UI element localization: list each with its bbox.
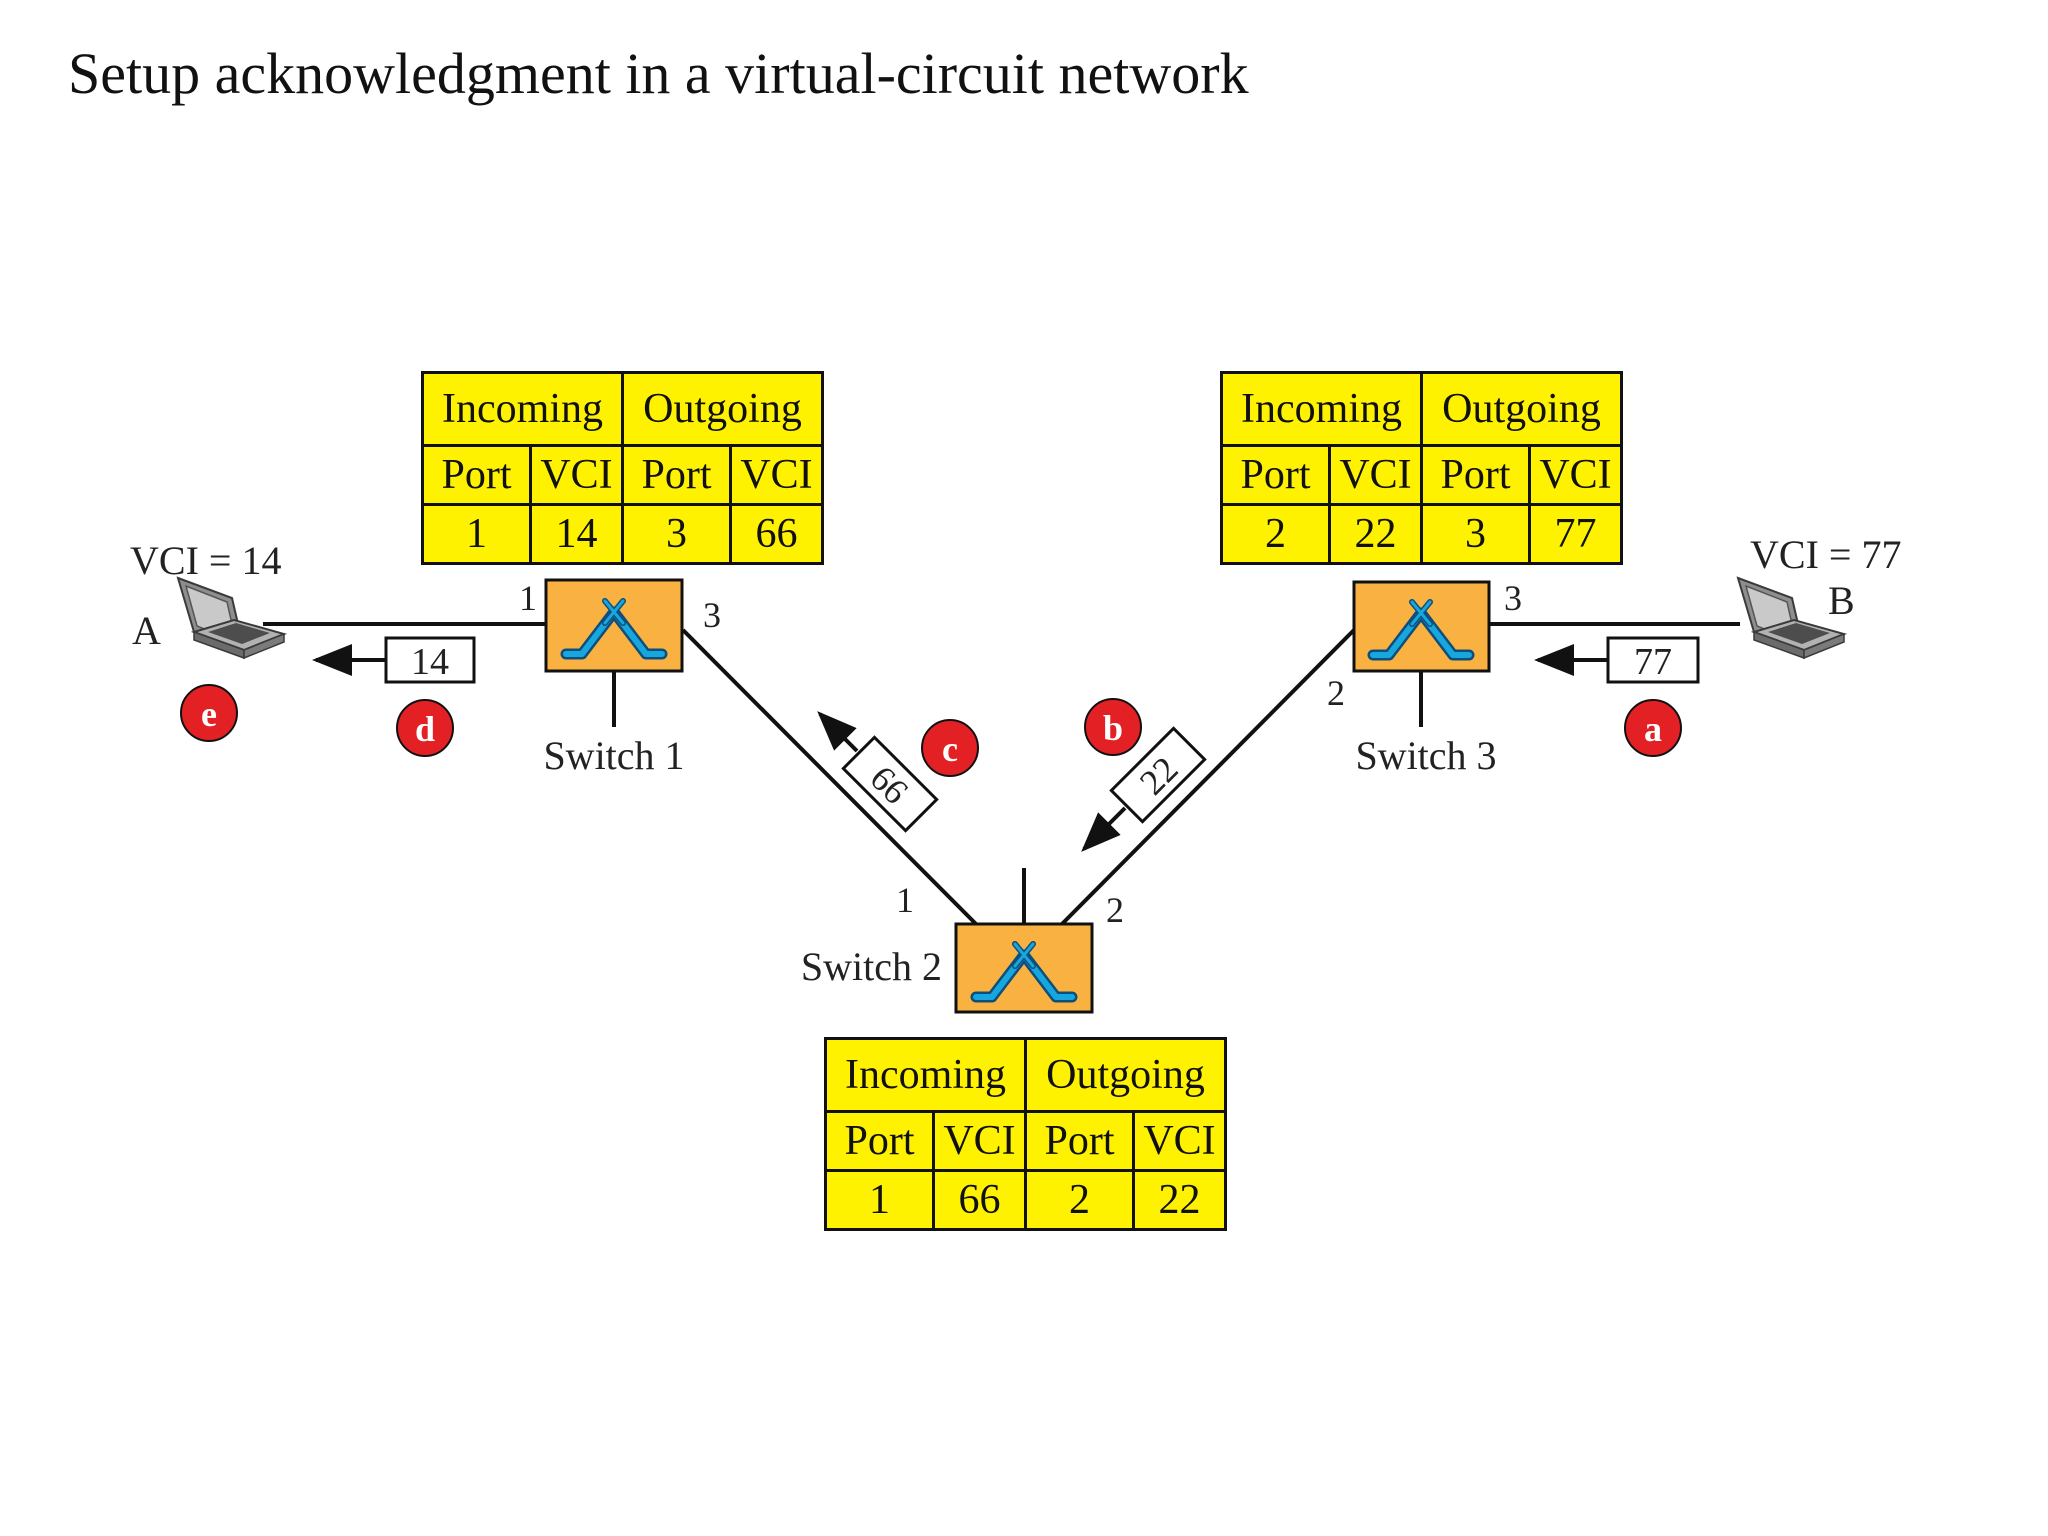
in-vci-cell: 22 [1328, 503, 1423, 565]
svg-text:e: e [201, 694, 217, 734]
table-row: 2 22 3 77 [1220, 503, 1624, 565]
vci-header: VCI [1131, 1110, 1228, 1172]
in-port-cell: 1 [824, 1169, 935, 1231]
packet-c: 66 [817, 711, 939, 833]
switch3-label: Switch 3 [1355, 733, 1496, 778]
out-port-cell: 3 [1420, 503, 1531, 565]
switch1-port-left: 1 [519, 578, 537, 618]
switch3-port-left: 2 [1327, 673, 1345, 713]
host-b-name: B [1828, 578, 1855, 623]
host-b-vci: VCI = 77 [1750, 532, 1901, 577]
incoming-header: Incoming [421, 371, 624, 447]
switch1-port-right: 3 [703, 595, 721, 635]
packet-b: 22 [1081, 726, 1207, 852]
vci-header: VCI [728, 444, 825, 506]
step-c: c [921, 719, 979, 777]
table-row: 1 66 2 22 [824, 1169, 1228, 1231]
switch-2 [954, 922, 1094, 1014]
port-header: Port [1420, 444, 1531, 506]
link-switch2-switch3 [1060, 628, 1356, 926]
switch1-table: Incoming Outgoing Port VCI Port VCI 1 14… [421, 371, 825, 565]
switch3-port-right: 3 [1504, 578, 1522, 618]
vci-header: VCI [1527, 444, 1624, 506]
incoming-header: Incoming [824, 1037, 1027, 1113]
step-e: e [180, 684, 238, 742]
vci-header: VCI [529, 444, 624, 506]
port-header: Port [1024, 1110, 1135, 1172]
host-a: VCI = 14 A [130, 538, 285, 659]
port-header: Port [621, 444, 732, 506]
svg-text:d: d [415, 709, 435, 749]
host-a-name: A [132, 608, 161, 653]
switch2-port-left: 1 [896, 880, 914, 920]
outgoing-header: Outgoing [620, 371, 825, 447]
link-switch1-switch2 [681, 628, 978, 926]
vci-header: VCI [932, 1110, 1027, 1172]
switch1-label: Switch 1 [543, 733, 684, 778]
packet-a-vci: 77 [1634, 641, 1672, 683]
laptop-icon [177, 577, 285, 659]
svg-text:a: a [1644, 709, 1662, 749]
host-a-vci: VCI = 14 [130, 538, 281, 583]
incoming-header: Incoming [1220, 371, 1423, 447]
switch-3 [1352, 580, 1491, 673]
out-vci-cell: 22 [1131, 1169, 1228, 1231]
packet-d: 14 [312, 636, 476, 684]
switch2-label: Switch 2 [801, 944, 942, 989]
port-header: Port [824, 1110, 935, 1172]
step-d: d [396, 699, 454, 757]
svg-text:b: b [1103, 708, 1123, 748]
out-vci-cell: 77 [1527, 503, 1624, 565]
svg-text:c: c [942, 729, 958, 769]
out-port-cell: 2 [1024, 1169, 1135, 1231]
switch2-port-right: 2 [1106, 890, 1124, 930]
switch2-table: Incoming Outgoing Port VCI Port VCI 1 66… [824, 1037, 1228, 1231]
in-vci-cell: 66 [932, 1169, 1027, 1231]
packet-d-vci: 14 [411, 641, 449, 683]
table-row: 1 14 3 66 [421, 503, 825, 565]
packet-a: 77 [1534, 636, 1700, 684]
out-vci-cell: 66 [728, 503, 825, 565]
in-port-cell: 2 [1220, 503, 1331, 565]
outgoing-header: Outgoing [1023, 1037, 1228, 1113]
outgoing-header: Outgoing [1419, 371, 1624, 447]
switch3-table: Incoming Outgoing Port VCI Port VCI 2 22… [1220, 371, 1624, 565]
port-header: Port [421, 444, 532, 506]
vci-header: VCI [1328, 444, 1423, 506]
host-b: VCI = 77 B [1737, 532, 1901, 659]
in-vci-cell: 14 [529, 503, 624, 565]
step-a: a [1624, 699, 1682, 757]
step-b: b [1084, 698, 1142, 756]
in-port-cell: 1 [421, 503, 532, 565]
out-port-cell: 3 [621, 503, 732, 565]
switch-1 [544, 578, 684, 673]
slide-title: Setup acknowledgment in a virtual-circui… [68, 41, 1249, 106]
port-header: Port [1220, 444, 1331, 506]
